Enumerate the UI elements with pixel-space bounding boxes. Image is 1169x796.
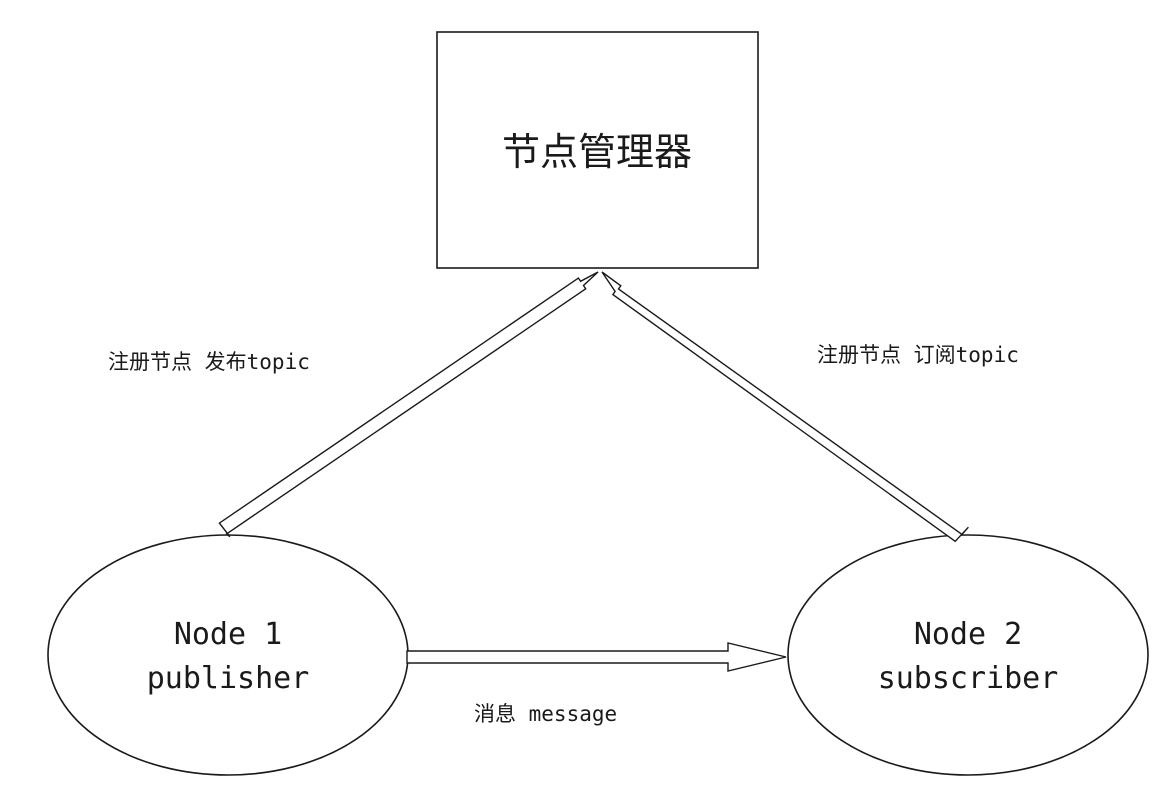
label-publisher-to-manager: 注册节点 发布topic (108, 350, 310, 374)
node-1-name: Node 1 (174, 617, 282, 652)
arrow-subscriber-to-manager (601, 271, 969, 543)
arrow-publisher-to-subscriber (406, 642, 787, 672)
node-1-ellipse (47, 534, 409, 776)
node-manager-label: 节点管理器 (502, 130, 692, 174)
node-2-name: Node 2 (914, 617, 1022, 652)
arrow-publisher-to-manager (218, 271, 599, 538)
node-2-role: subscriber (878, 661, 1059, 696)
node-1-role: publisher (147, 661, 310, 696)
node-manager-box (436, 31, 759, 269)
node-2: Node 2 subscriber (787, 534, 1149, 776)
node-1: Node 1 publisher (47, 534, 409, 776)
label-subscriber-to-manager: 注册节点 订阅topic (817, 343, 1019, 367)
label-publisher-to-subscriber: 消息 message (474, 702, 617, 726)
node-2-ellipse (787, 534, 1149, 776)
node-manager: 节点管理器 (436, 31, 759, 269)
